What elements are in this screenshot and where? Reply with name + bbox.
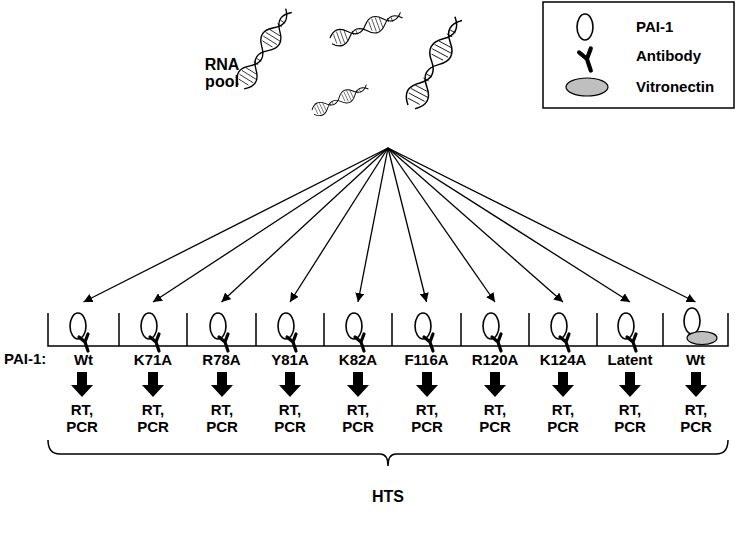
- step-label: RT, PCR: [401, 401, 453, 435]
- well: Wt: [663, 313, 728, 346]
- fan-arrow: [358, 148, 388, 302]
- step-label: RT, PCR: [604, 401, 656, 435]
- step-label: RT, PCR: [670, 401, 722, 435]
- fan-arrow: [388, 148, 563, 302]
- mutant-label: R120A: [472, 351, 519, 368]
- bracket: [48, 440, 728, 466]
- mutant-label: Y81A: [271, 351, 309, 368]
- well: Wt: [48, 313, 119, 346]
- pool-label: RNA pool: [192, 56, 252, 90]
- mutant-label: Latent: [608, 351, 653, 368]
- row-label: PAI-1:: [4, 350, 48, 367]
- step-label: RT, PCR: [196, 401, 248, 435]
- well: R120A: [461, 313, 529, 346]
- mutant-label: K82A: [339, 351, 377, 368]
- well: R78A: [187, 313, 256, 346]
- legend-text: Vitronectin: [636, 78, 714, 95]
- legend-text: Antibody: [636, 47, 701, 64]
- step-label: RT, PCR: [537, 401, 589, 435]
- mutant-label: K124A: [540, 351, 587, 368]
- rna-strand: [233, 5, 469, 118]
- well-strip: [48, 308, 728, 351]
- well: K124A: [529, 313, 597, 346]
- step-label: RT, PCR: [264, 401, 316, 435]
- mutant-label: K71A: [134, 351, 172, 368]
- well: F116A: [392, 313, 461, 346]
- mutant-label: R78A: [202, 351, 240, 368]
- legend-text: PAI-1: [636, 18, 673, 35]
- fan-arrow: [153, 148, 388, 302]
- fan-arrow: [388, 148, 696, 302]
- step-label: RT, PCR: [332, 401, 384, 435]
- step-label: RT, PCR: [56, 401, 108, 435]
- step-label: RT, PCR: [127, 401, 179, 435]
- fan-arrow: [388, 148, 427, 302]
- well: K82A: [324, 313, 392, 346]
- method-label: HTS: [358, 488, 418, 505]
- down-arrow: [71, 372, 707, 397]
- well: Y81A: [256, 313, 324, 346]
- mutant-label: Wt: [74, 351, 93, 368]
- mutant-label: Wt: [686, 351, 705, 368]
- fan-arrow: [222, 148, 389, 302]
- fan-arrow: [388, 148, 630, 302]
- fan-arrow: [84, 148, 389, 302]
- legend-box: [543, 2, 734, 108]
- rna-pool: RNA pool: [190, 0, 480, 148]
- fan-arrow: [388, 148, 495, 302]
- mutant-label: F116A: [404, 351, 448, 368]
- well: K71A: [119, 313, 187, 346]
- well: Latent: [597, 313, 663, 346]
- fan-arrow: [290, 148, 388, 302]
- step-label: RT, PCR: [469, 401, 521, 435]
